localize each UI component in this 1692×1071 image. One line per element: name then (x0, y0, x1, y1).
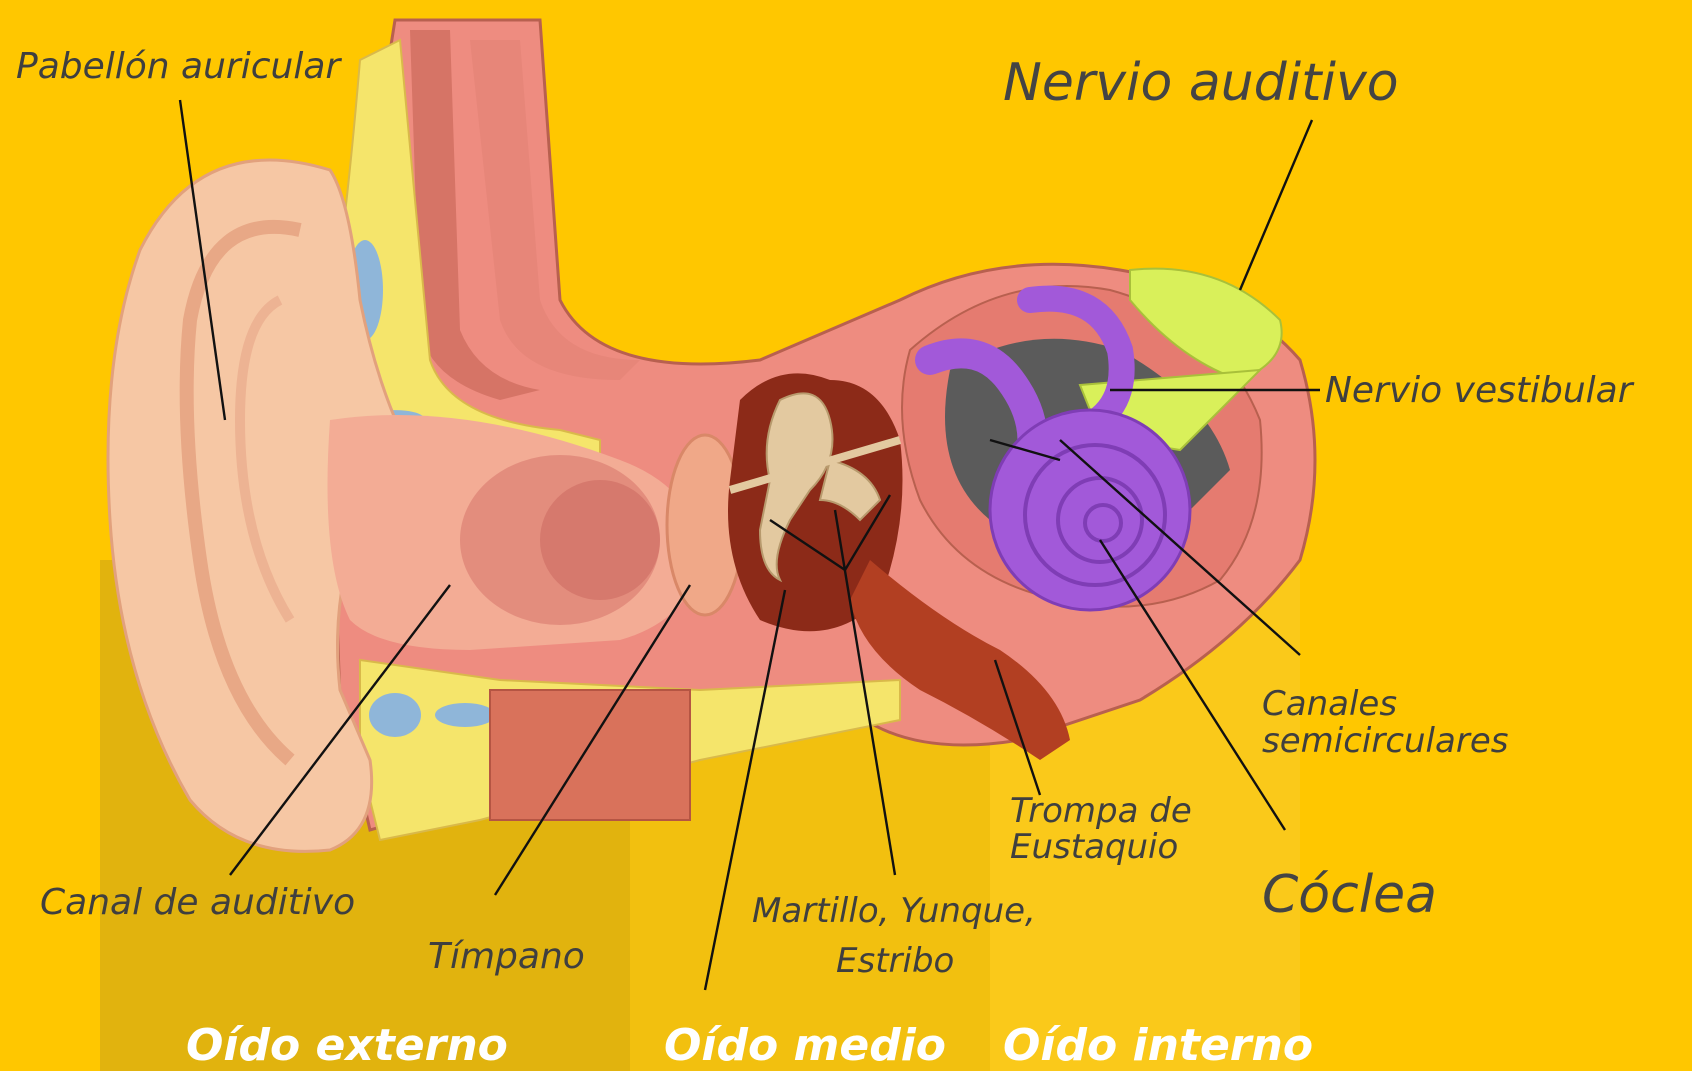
label-pinna: Pabellón auricular (16, 46, 342, 87)
label-eustachian-2: Eustaquio (1010, 827, 1178, 867)
label-eustachian-1: Trompa de (1010, 791, 1192, 831)
region-inner-ear: Oído interno (1003, 1020, 1313, 1071)
leader-auditory-nerve (1240, 120, 1312, 290)
label-cochlea: Cóclea (1262, 865, 1437, 925)
region-middle-ear: Oído medio (664, 1020, 946, 1071)
label-vestibular-nerve: Nervio vestibular (1325, 370, 1635, 411)
label-ear-canal: Canal de auditivo (40, 882, 355, 923)
label-ossicles-1: Martillo, Yunque, (752, 891, 1036, 931)
label-eardrum: Tímpano (428, 936, 585, 977)
region-outer-ear: Oído externo (186, 1020, 508, 1071)
muscle-block (490, 690, 690, 820)
label-auditory-nerve: Nervio auditivo (1003, 53, 1399, 113)
region-labels: Oído externo Oído medio Oído interno (186, 1020, 1313, 1071)
label-semicircular-2: semicirculares (1262, 721, 1508, 761)
label-semicircular-1: Canales (1262, 684, 1397, 724)
label-ossicles-2: Estribo (836, 941, 954, 981)
